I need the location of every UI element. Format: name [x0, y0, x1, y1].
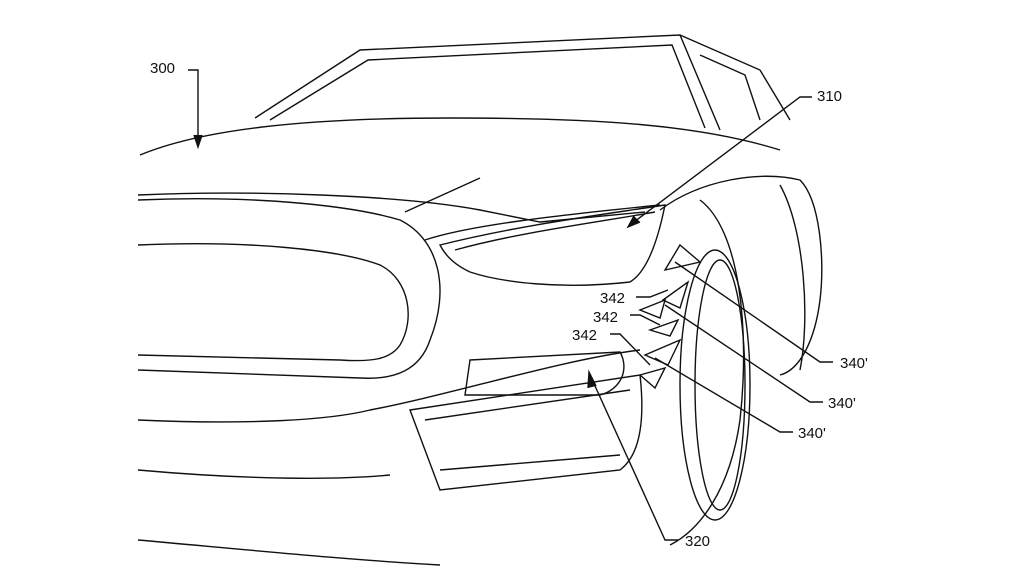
label-342-middle: 342	[593, 309, 619, 326]
label-342-top: 342	[600, 290, 626, 307]
label-340-bottom: 340'	[798, 425, 826, 442]
label-342-bottom: 342	[572, 327, 598, 344]
label-320: 320	[685, 533, 711, 550]
label-340-middle: 340'	[828, 395, 856, 412]
label-300: 300	[150, 60, 176, 77]
label-310: 310	[817, 88, 843, 105]
label-340-top: 340'	[840, 355, 868, 372]
